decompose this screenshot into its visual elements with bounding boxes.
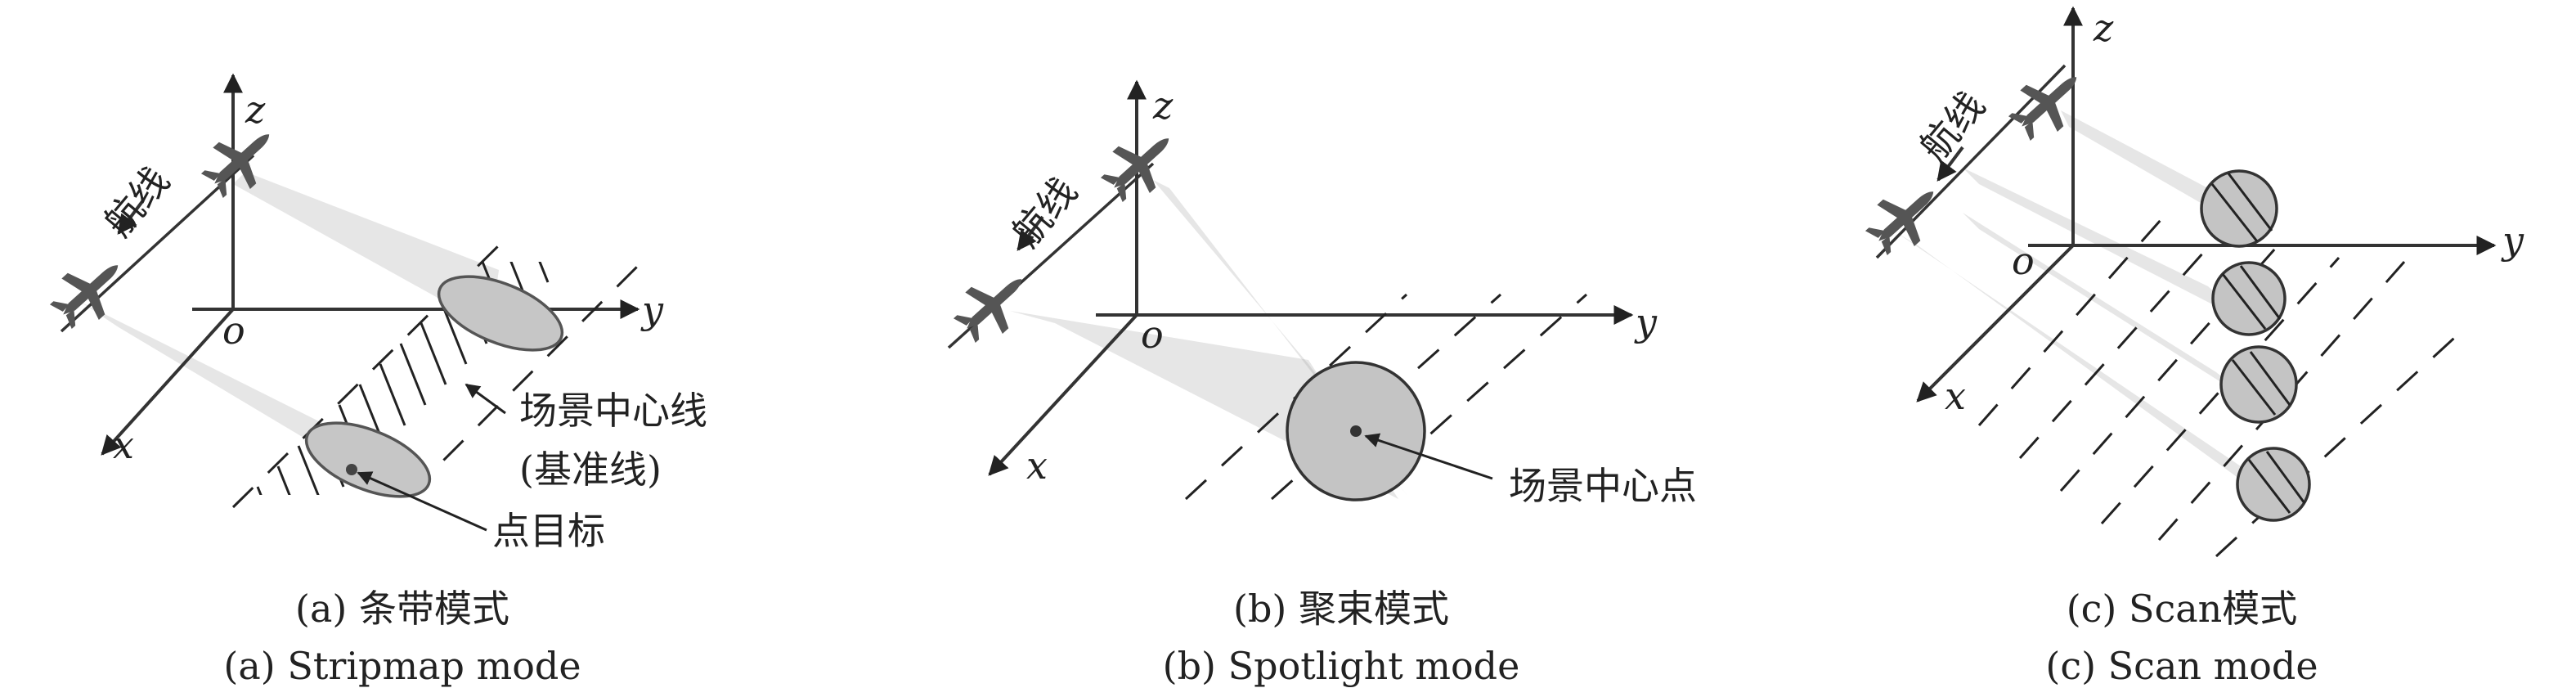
scan-burst-1 [2200, 169, 2278, 248]
beam-stripmap-far [233, 172, 499, 327]
panel-stripmap: z y x o 航线 场景中心线 (基准线) 点目标 (a) 条带模式 (a) … [42, 73, 707, 688]
scene-center-point [1350, 425, 1362, 437]
axis-y-label-c: y [2501, 218, 2524, 263]
track-arrow-c [1936, 146, 1964, 182]
swath-edge-a-right [407, 260, 644, 497]
scene-line-leader [464, 383, 506, 415]
caption-cn-a: (a) 条带模式 [295, 587, 509, 631]
point-target-label: 点目标 [492, 509, 605, 553]
airplane-icon [1857, 170, 1952, 264]
caption-en-b: (b) Spotlight mode [1163, 644, 1520, 688]
swath-line-c-6 [2215, 330, 2463, 558]
axis-z-label-a: z [245, 88, 266, 132]
footprint-near-a [304, 421, 432, 498]
point-target-leader [357, 471, 487, 532]
scan-burst-2 [2211, 261, 2287, 336]
axis-y-label-a: y [640, 288, 664, 332]
caption-en-c: (c) Scan mode [2045, 644, 2318, 688]
point-target-dot [346, 464, 357, 475]
axis-y-label-b: y [1634, 300, 1658, 344]
axis-x-a [101, 308, 235, 456]
scan-bursts [2200, 169, 2311, 522]
axis-z-label-b: z [1152, 83, 1174, 128]
track-arrow-a [117, 199, 145, 235]
axis-x-label-a: x [113, 423, 134, 467]
caption-cn-c: (c) Scan模式 [2067, 587, 2298, 631]
airplane-icon [2000, 56, 2095, 150]
origin-label-b: o [1141, 313, 1164, 357]
origin-label-a: o [222, 308, 245, 353]
scan-burst-3 [2219, 345, 2298, 424]
track-label-a: 航线 [96, 159, 178, 245]
track-label-c: 航线 [1911, 83, 1994, 169]
scene-center-leader [1364, 433, 1493, 480]
axis-x-b [988, 313, 1138, 476]
swath-line-c-2 [2018, 228, 2226, 459]
panel-spotlight: z y x o 航线 场景中心点 (b) 聚束模式 (b) Spotlight … [945, 79, 1697, 688]
scene-line-label: 场景中心线 [519, 389, 707, 433]
axis-z-label-c: z [2093, 6, 2114, 50]
caption-cn-b: (b) 聚束模式 [1233, 587, 1449, 631]
track-arrow-b [1016, 215, 1044, 251]
track-label-b: 航线 [1003, 169, 1086, 255]
swath-line-c-5 [2157, 261, 2406, 541]
baseline-label: (基准线) [519, 447, 662, 492]
axis-x-c [1916, 244, 2075, 402]
origin-label-c: o [2012, 239, 2035, 283]
axis-x-label-b: x [1026, 443, 1048, 488]
beam-stripmap-near [82, 303, 352, 466]
scene-center-label: 场景中心点 [1509, 464, 1697, 508]
swath-line-c-4 [2100, 257, 2340, 524]
axis-x-label-c: x [1945, 374, 1966, 418]
caption-en-a: (a) Stripmap mode [223, 644, 581, 688]
beam-scan-3 [1963, 213, 2257, 405]
swath-line-c-3 [2059, 241, 2283, 492]
footprint-far-a [437, 275, 564, 352]
panel-scan: z y x o 航线 (c) Scan模式 (c) Scan mode [1857, 6, 2524, 688]
